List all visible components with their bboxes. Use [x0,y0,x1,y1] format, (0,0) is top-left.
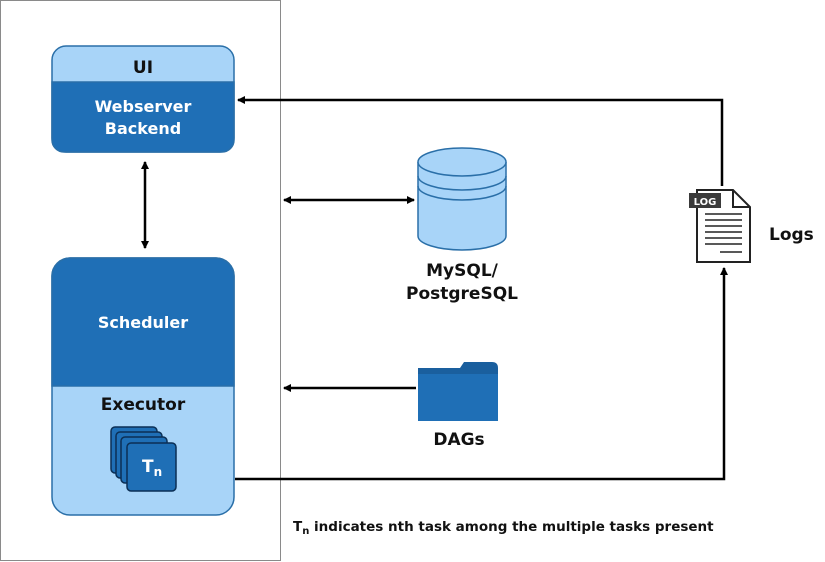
log-page-fold [732,190,750,208]
task-label-subscript: n [154,465,163,479]
scheduler-box [51,257,235,387]
ui-container: UI Webserver Backend [51,45,235,153]
scheduler-box-bottom [52,360,234,386]
logs-webserver-connector [237,96,724,186]
dags-label: DAGs [433,430,484,450]
backend-label: Backend [105,119,181,138]
database-icon [417,147,507,251]
database-cylinder-band-1 [417,175,507,191]
task-label: Tn [142,457,162,479]
database-cylinder-body [417,162,507,251]
executor-label: Executor [101,395,186,415]
webserver-backend-box [51,81,235,153]
database-label-line1: MySQL/ [426,261,499,281]
database-cylinder-band-2 [417,185,507,201]
task-card-front [126,442,177,492]
executor-logs-connector [235,267,728,481]
scheduler-label: Scheduler [98,313,188,332]
footnote-subscript: n [302,526,309,537]
logs-label: Logs [769,225,814,245]
scheduler-executor-container: Scheduler Executor Tn [51,257,235,516]
ui-label: UI [133,58,153,78]
task-stack-icon: Tn [110,426,177,492]
webserver-label: Webserver [95,97,192,116]
footnote-t: T [293,519,303,535]
folder-icon [418,362,498,421]
log-badge-label: LOG [694,197,717,208]
database-cylinder-top [417,147,507,177]
folder-front [418,374,498,421]
log-file-icon: LOG [689,189,751,263]
footnote: Tn indicates nth task among the multiple… [293,519,714,537]
database-label-line2: PostgreSQL [406,284,518,304]
footnote-text: indicates nth task among the multiple ta… [309,519,714,535]
task-label-main: T [142,457,154,477]
log-badge [689,193,721,208]
